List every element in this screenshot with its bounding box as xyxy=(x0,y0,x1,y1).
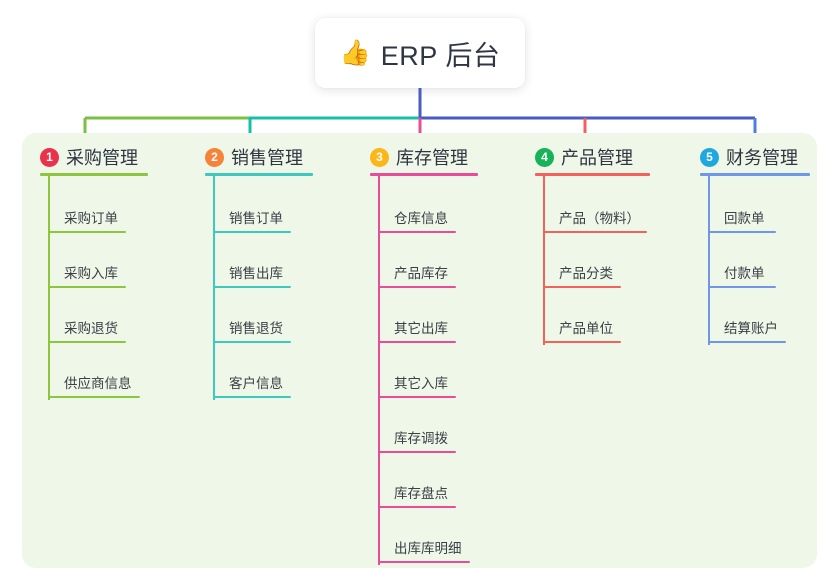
module-header-3[interactable]: 3 库存管理 xyxy=(370,144,468,170)
module-spine-4 xyxy=(543,176,545,345)
module-item-rule xyxy=(48,396,140,398)
module-item[interactable]: 库存盘点 xyxy=(370,468,468,508)
module-badge-1: 1 xyxy=(40,147,59,167)
module-item-rule xyxy=(213,341,291,343)
root-title-card[interactable]: 👍 ERP 后台 xyxy=(315,18,525,88)
module-header-rule-2 xyxy=(205,173,313,176)
module-item[interactable]: 付款单 xyxy=(700,248,788,288)
module-item-rule xyxy=(708,341,786,343)
module-item-label: 销售退货 xyxy=(229,321,283,336)
module-item[interactable]: 销售退货 xyxy=(205,303,303,343)
module-item-label: 库存调拨 xyxy=(394,431,448,446)
root-title-inner: 👍 ERP 后台 xyxy=(340,34,501,73)
module-title-1: 采购管理 xyxy=(66,148,138,168)
module-spine-3 xyxy=(378,176,380,565)
module-title-5: 财务管理 xyxy=(726,148,798,168)
page-title: ERP 后台 xyxy=(380,40,501,71)
module-title-4: 产品管理 xyxy=(561,148,633,168)
module-title-2: 销售管理 xyxy=(231,148,303,168)
module-item-label: 库存盘点 xyxy=(394,486,448,501)
module-item-rule xyxy=(378,286,456,288)
module-item-label: 产品分类 xyxy=(559,266,613,281)
module-item-label: 产品（物料） xyxy=(559,211,640,226)
module-item-rule xyxy=(213,286,291,288)
module-item-rule xyxy=(213,396,291,398)
module-item-label: 供应商信息 xyxy=(64,376,132,391)
module-item[interactable]: 客户信息 xyxy=(205,358,303,398)
module-header-4[interactable]: 4 产品管理 xyxy=(535,144,633,170)
module-item-label: 出库库明细 xyxy=(394,541,462,556)
module-item[interactable]: 回款单 xyxy=(700,193,788,233)
module-item-label: 产品库存 xyxy=(394,266,448,281)
module-item-rule xyxy=(543,286,621,288)
module-header-1[interactable]: 1 采购管理 xyxy=(40,144,138,170)
module-item-label: 其它入库 xyxy=(394,376,448,391)
module-item-label: 付款单 xyxy=(724,266,765,281)
module-item-rule xyxy=(213,231,291,233)
module-spine-5 xyxy=(708,176,710,345)
module-item[interactable]: 其它出库 xyxy=(370,303,468,343)
module-item[interactable]: 库存调拨 xyxy=(370,413,468,453)
module-item-rule xyxy=(378,561,470,563)
module-item-rule xyxy=(378,231,456,233)
module-item-label: 仓库信息 xyxy=(394,211,448,226)
module-item-rule xyxy=(48,231,126,233)
module-item[interactable]: 出库库明细 xyxy=(370,523,482,563)
module-item-rule xyxy=(708,286,776,288)
module-item[interactable]: 采购入库 xyxy=(40,248,138,288)
module-header-rule-5 xyxy=(700,173,810,176)
module-item-label: 采购退货 xyxy=(64,321,118,336)
module-header-rule-1 xyxy=(40,173,148,176)
module-item-rule xyxy=(378,451,456,453)
module-item[interactable]: 采购退货 xyxy=(40,303,138,343)
module-title-3: 库存管理 xyxy=(396,148,468,168)
module-item-label: 产品单位 xyxy=(559,321,613,336)
module-header-rule-3 xyxy=(370,173,478,176)
module-badge-5: 5 xyxy=(700,147,719,167)
thumbs-up-icon: 👍 xyxy=(339,38,371,67)
module-badge-2: 2 xyxy=(205,147,224,167)
module-item-rule xyxy=(48,341,126,343)
module-item-rule xyxy=(48,286,126,288)
module-item[interactable]: 供应商信息 xyxy=(40,358,152,398)
module-item-label: 其它出库 xyxy=(394,321,448,336)
module-item[interactable]: 结算账户 xyxy=(700,303,798,343)
module-item-label: 回款单 xyxy=(724,211,765,226)
module-item-label: 销售出库 xyxy=(229,266,283,281)
module-spine-2 xyxy=(213,176,215,400)
module-item[interactable]: 销售订单 xyxy=(205,193,303,233)
module-header-2[interactable]: 2 销售管理 xyxy=(205,144,303,170)
module-badge-3: 3 xyxy=(370,147,389,167)
module-badge-4: 4 xyxy=(535,147,554,167)
module-item-label: 采购订单 xyxy=(64,211,118,226)
module-item-rule xyxy=(708,231,776,233)
module-item[interactable]: 产品单位 xyxy=(535,303,633,343)
module-header-5[interactable]: 5 财务管理 xyxy=(700,144,798,170)
module-item[interactable]: 产品库存 xyxy=(370,248,468,288)
modules-panel: 1 采购管理采购订单采购入库采购退货供应商信息 2 销售管理销售订单销售出库销售退货客… xyxy=(22,133,817,568)
module-item-rule xyxy=(378,396,456,398)
module-item[interactable]: 产品分类 xyxy=(535,248,633,288)
module-item-rule xyxy=(378,341,456,343)
module-item-label: 结算账户 xyxy=(724,321,778,336)
module-header-rule-4 xyxy=(535,173,650,176)
module-item-label: 客户信息 xyxy=(229,376,283,391)
module-item[interactable]: 产品（物料） xyxy=(535,193,659,233)
module-item-label: 销售订单 xyxy=(229,211,283,226)
module-item-rule xyxy=(543,231,647,233)
module-item[interactable]: 仓库信息 xyxy=(370,193,468,233)
module-item[interactable]: 其它入库 xyxy=(370,358,468,398)
module-spine-1 xyxy=(48,176,50,400)
module-item-rule xyxy=(543,341,621,343)
module-item-label: 采购入库 xyxy=(64,266,118,281)
module-item-rule xyxy=(378,506,456,508)
module-item[interactable]: 销售出库 xyxy=(205,248,303,288)
module-item[interactable]: 采购订单 xyxy=(40,193,138,233)
